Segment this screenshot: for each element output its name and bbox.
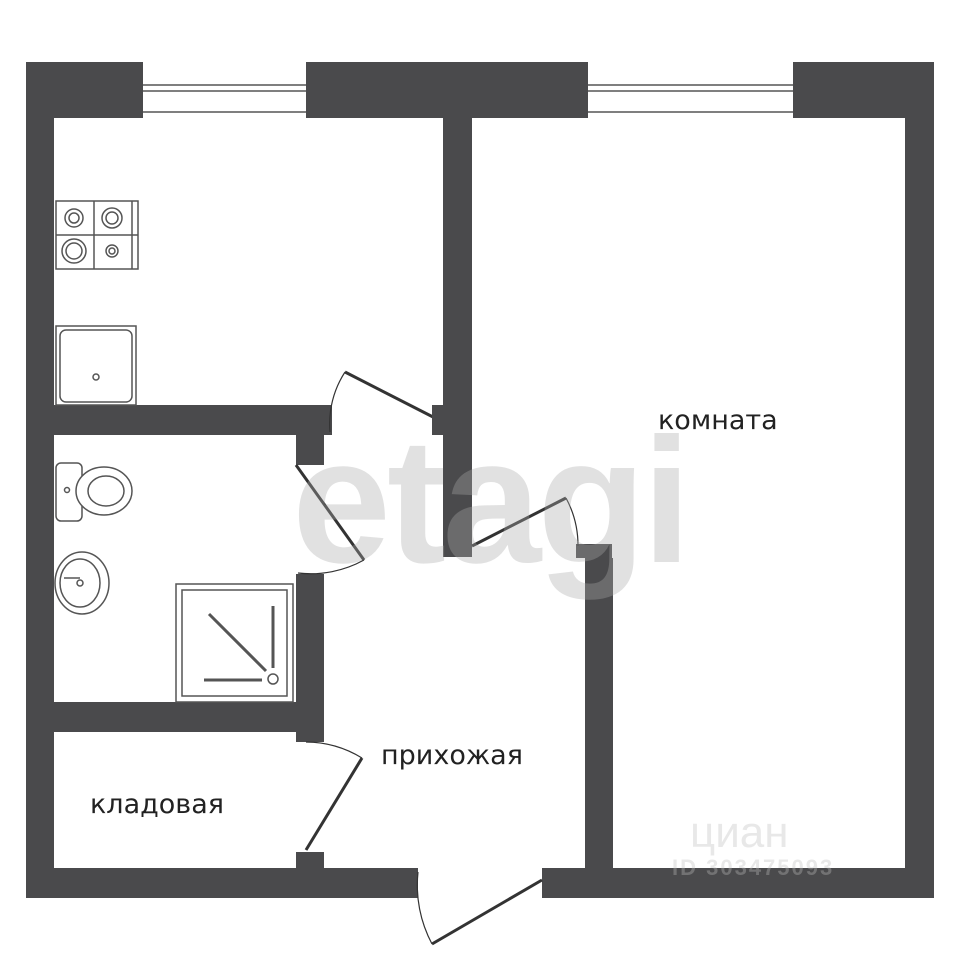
door-kitchen (329, 370, 443, 435)
wall-bath-storage (54, 702, 324, 732)
room-label-prihozhaya: прихожая (381, 740, 523, 771)
bathroom-sink-icon (54, 551, 110, 615)
shower-icon (175, 583, 294, 703)
wall-bottom-right (542, 868, 934, 898)
window-kitchen (143, 62, 306, 118)
wall-kitchen-room-lower (443, 434, 472, 557)
door-entrance (416, 871, 543, 946)
door-storage (304, 741, 364, 851)
window-room (588, 62, 793, 118)
wall-right (905, 62, 934, 898)
door-room (471, 496, 579, 548)
wall-kitchen-bath (54, 405, 332, 435)
wall-hall-room-upper (576, 544, 612, 558)
wall-left (26, 62, 54, 898)
wall-bath-hall-upper (296, 405, 324, 465)
stove-icon (55, 200, 139, 270)
wall-storage-hall-bottom (296, 852, 324, 868)
room-label-komnata: комната (658, 405, 778, 436)
interior-walls (54, 118, 613, 868)
toilet-icon (55, 462, 133, 522)
wall-hall-room (585, 558, 613, 868)
kitchen-sink-icon (55, 325, 137, 406)
wall-bottom-left (26, 868, 418, 898)
outer-walls (26, 62, 934, 898)
room-label-kladovaya: кладовая (90, 789, 224, 820)
door-bathroom (294, 464, 366, 575)
wall-kitchen-room-upper (443, 118, 472, 434)
